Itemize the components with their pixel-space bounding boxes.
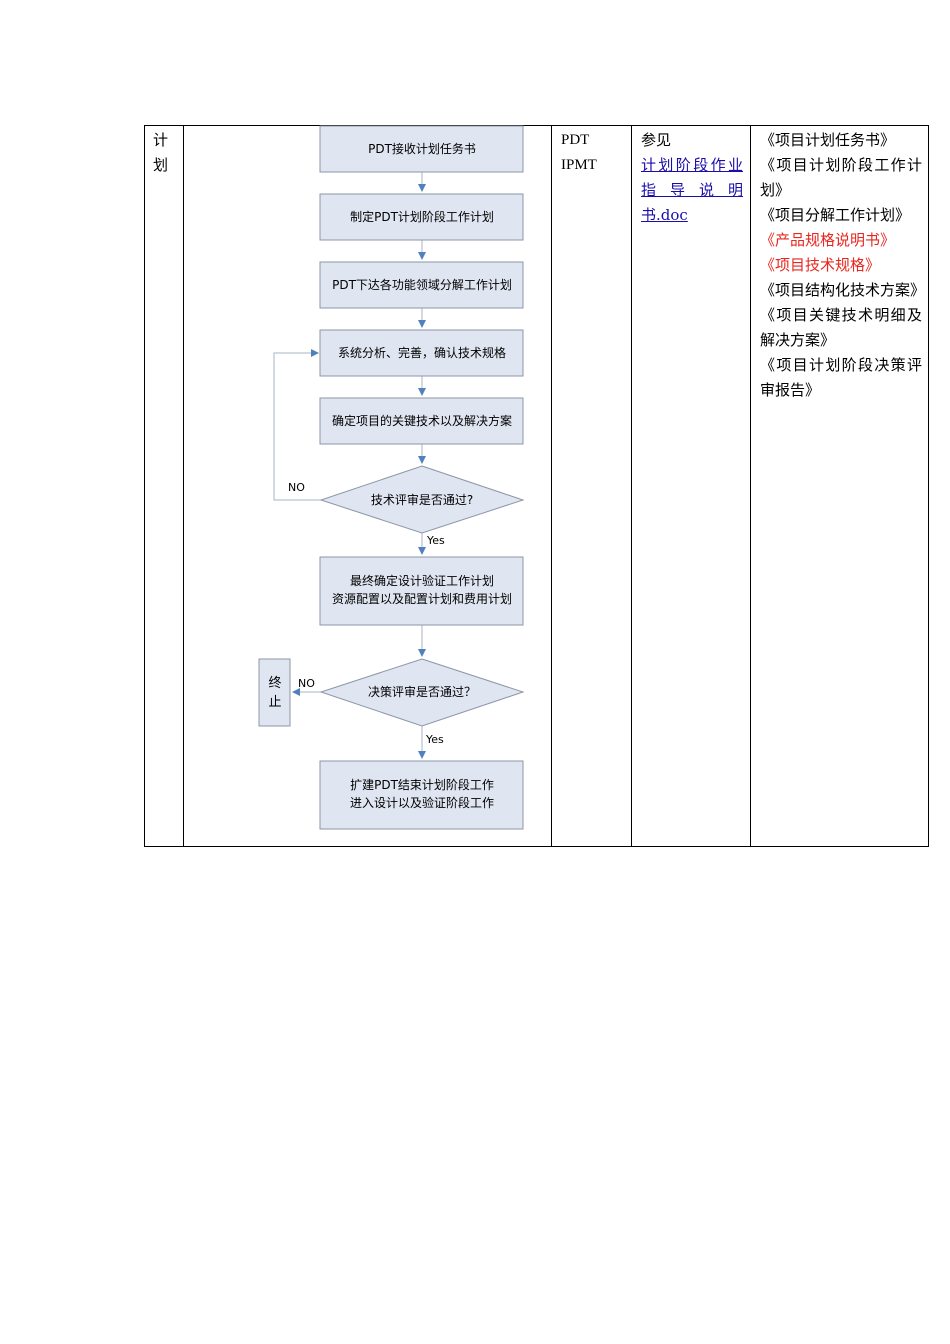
terminate-box — [258, 658, 291, 727]
step-box — [319, 397, 524, 445]
guide-document-link[interactable]: 计划阶段作业 指导说明 书.doc — [641, 153, 743, 228]
document-item: 《项目结构化技术方案》 — [760, 281, 926, 299]
link-line: 计划阶段作业 — [641, 156, 743, 174]
decision-label: 技术评审是否通过? — [371, 492, 473, 507]
step-label: 最终确定设计验证工作计划 — [350, 573, 494, 588]
document-item: 《项目技术规格》 — [760, 256, 881, 274]
owner-cell: PDT IPMT — [561, 128, 631, 178]
step-box — [319, 556, 524, 626]
step-box — [319, 125, 524, 173]
step-label: 制定PDT计划阶段工作计划 — [350, 209, 494, 224]
reference-prefix: 参见 — [641, 131, 672, 149]
link-line: 书.doc — [641, 206, 688, 224]
flow-connectors — [273, 172, 426, 759]
decision-diamond — [319, 658, 525, 727]
phase-cell: 计 划 — [153, 128, 175, 178]
column-divider — [631, 126, 632, 846]
document-item: 《项目分解工作计划》 — [760, 206, 911, 224]
yes-branch-label: Yes — [426, 534, 445, 547]
column-divider — [551, 126, 552, 846]
documents-cell: 《项目计划任务书》 《项目计划阶段工作计划》 《项目分解工作计划》 《产品规格说… — [760, 128, 926, 403]
step-label: PDT接收计划任务书 — [368, 141, 476, 156]
yes-branch-label: Yes — [425, 733, 444, 746]
document-item: 《项目计划阶段工作计划》 — [760, 156, 922, 199]
link-line: 指导说明 — [641, 181, 743, 199]
step-label: 进入设计以及验证阶段工作 — [350, 795, 494, 810]
step-box — [319, 760, 524, 830]
phase-char: 划 — [153, 156, 169, 174]
column-divider — [183, 126, 184, 846]
owner-line: PDT — [561, 132, 590, 148]
phase-char: 计 — [153, 131, 169, 149]
owner-line: IPMT — [561, 157, 597, 173]
plan-phase-table: 计 划 PDT IPMT 参见 计划阶段作业 指导说明 书.doc 《项目计划任… — [144, 125, 929, 847]
reference-cell: 参见 计划阶段作业 指导说明 书.doc — [641, 128, 743, 228]
no-branch-label: NO — [298, 677, 315, 690]
step-box — [319, 261, 524, 309]
step-label: 资源配置以及配置计划和费用计划 — [332, 592, 512, 606]
step-box — [319, 193, 524, 241]
step-label: 确定项目的关键技术以及解决方案 — [332, 413, 512, 428]
document-item: 《项目关键技术明细及解决方案》 — [760, 306, 922, 349]
decision-label: 决策评审是否通过？ — [368, 684, 476, 699]
no-branch-label: NO — [288, 481, 305, 494]
document-item: 《项目计划阶段决策评审报告》 — [760, 356, 922, 399]
document-item: 《项目计划任务书》 — [760, 131, 896, 149]
loop-back-arrow — [273, 349, 321, 501]
step-label: 扩建PDT结束计划阶段工作 — [350, 777, 494, 792]
terminate-label: 止 — [268, 695, 281, 710]
step-label: 系统分析、完善，确认技术规格 — [338, 345, 506, 360]
step-box — [319, 329, 524, 377]
document-item: 《产品规格说明书》 — [760, 231, 896, 249]
step-label: PDT下达各功能领域分解工作计划 — [332, 277, 512, 292]
decision-diamond — [319, 465, 525, 534]
column-divider — [750, 126, 751, 846]
terminate-label: 终 — [268, 675, 281, 691]
